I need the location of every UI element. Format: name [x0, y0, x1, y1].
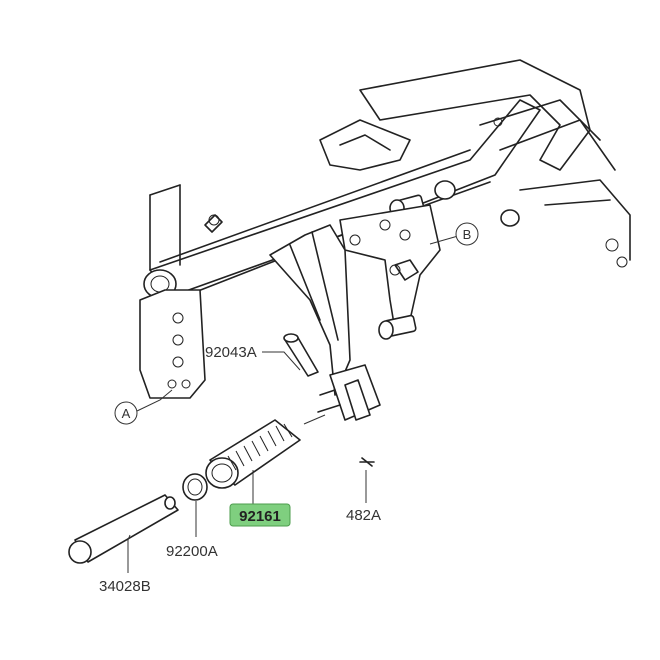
- part-highlight-92161: [229, 503, 291, 527]
- cotter-pin-482A: [359, 457, 375, 467]
- part-label-34028B[interactable]: 34028B: [99, 578, 151, 595]
- rear-frame-rail: [359, 59, 591, 171]
- rubber-footpeg-92161: [205, 419, 301, 489]
- peg-shaft-34028B: [68, 494, 179, 564]
- part-label-482A[interactable]: 482A: [346, 507, 381, 524]
- callout-B-label: B: [463, 227, 472, 242]
- frame-assembly: [139, 59, 631, 399]
- footpeg-mount-bracket: [269, 224, 351, 396]
- left-bracket-plate: [139, 289, 206, 399]
- part-label-92161[interactable]: 92161: [239, 508, 281, 525]
- washer-92200A: [182, 473, 208, 501]
- part-label-92200A[interactable]: 92200A: [166, 543, 218, 560]
- callout-A-label: A: [122, 406, 131, 421]
- callout-A: A: [114, 401, 138, 425]
- part-label-92043A[interactable]: 92043A: [205, 344, 257, 361]
- rear-frame-upper: [319, 119, 411, 171]
- leader-lines: [127, 235, 459, 573]
- pin-92043A: [283, 333, 319, 377]
- footpeg-clevis: [317, 364, 381, 421]
- callout-B: B: [455, 222, 479, 246]
